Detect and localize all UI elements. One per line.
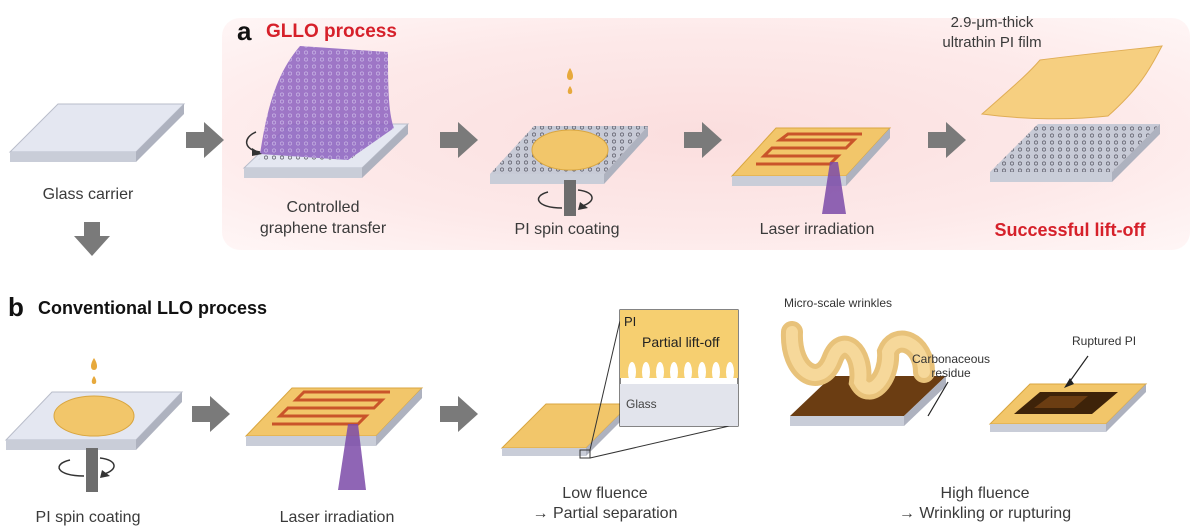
process-arrow-icon [684,122,722,158]
high-fluence-line1: High fluence [940,485,1030,502]
graphene-substrate-after [990,124,1160,182]
lifted-pi-film [980,45,1163,120]
pi-spin-coating-b-label: PI spin coating [35,509,141,526]
residue-label: Carbonaceous residue [912,352,990,381]
panel-a-title: GLLO process [266,21,397,42]
process-arrow-icon [928,122,966,158]
graphene-label-line1: Controlled [286,199,360,216]
residue-line2: residue [931,366,971,381]
pi-spin-coating-label: PI spin coating [514,221,620,238]
laser-label-a: Laser irradiation [759,221,875,238]
rotation-arrow-icon [537,191,563,209]
inset-partial-label: Partial lift-off [642,334,720,350]
high-fluence-line2: → Wrinkling or rupturing [898,505,1072,522]
wrinkles-label: Micro-scale wrinkles [784,296,893,310]
success-label: Successful lift-off [994,220,1146,240]
ruptured-label: Ruptured PI [1072,334,1137,348]
inset-glass-label: Glass [626,397,657,411]
pi-spin-coating-illustration [490,68,648,216]
process-arrow-icon [192,396,230,432]
graphene-label-line2: graphene transfer [259,220,387,237]
low-fluence-line1: Low fluence [562,485,648,502]
low-fluence-line2: → Partial separation [532,505,678,522]
glass-carrier-slab [8,103,186,162]
ruptured-pi-illustration [988,355,1148,432]
laser-beam-icon [822,162,846,214]
laser-label-b: Laser irradiation [279,509,395,526]
wrinkled-pi-illustration [780,321,946,426]
film-label-line2: ultrathin PI film [942,34,1042,51]
panel-a-letter: a [237,16,252,46]
process-arrow-icon [186,122,224,158]
laser-irradiation-b-illustration [244,387,424,490]
glass-carrier-label: Glass carrier [42,186,134,203]
film-label-line1: 2.9-μm-thick [950,14,1034,31]
panel-b-title: Conventional LLO process [38,298,268,318]
residue-line1: Carbonaceous [912,352,991,366]
process-arrow-icon [440,396,478,432]
pi-spin-coating-b-illustration [4,358,184,492]
inset-pi-label: PI [624,314,637,329]
residue-pointer [927,381,949,417]
panel-b-letter: b [8,292,24,322]
process-arrow-icon [440,122,478,158]
graphene-transfer-illustration [242,46,410,178]
laser-irradiation-illustration [730,127,892,214]
process-arrow-icon [74,222,110,256]
pi-droplet-icon [567,68,573,80]
low-fluence-illustration [500,309,739,459]
